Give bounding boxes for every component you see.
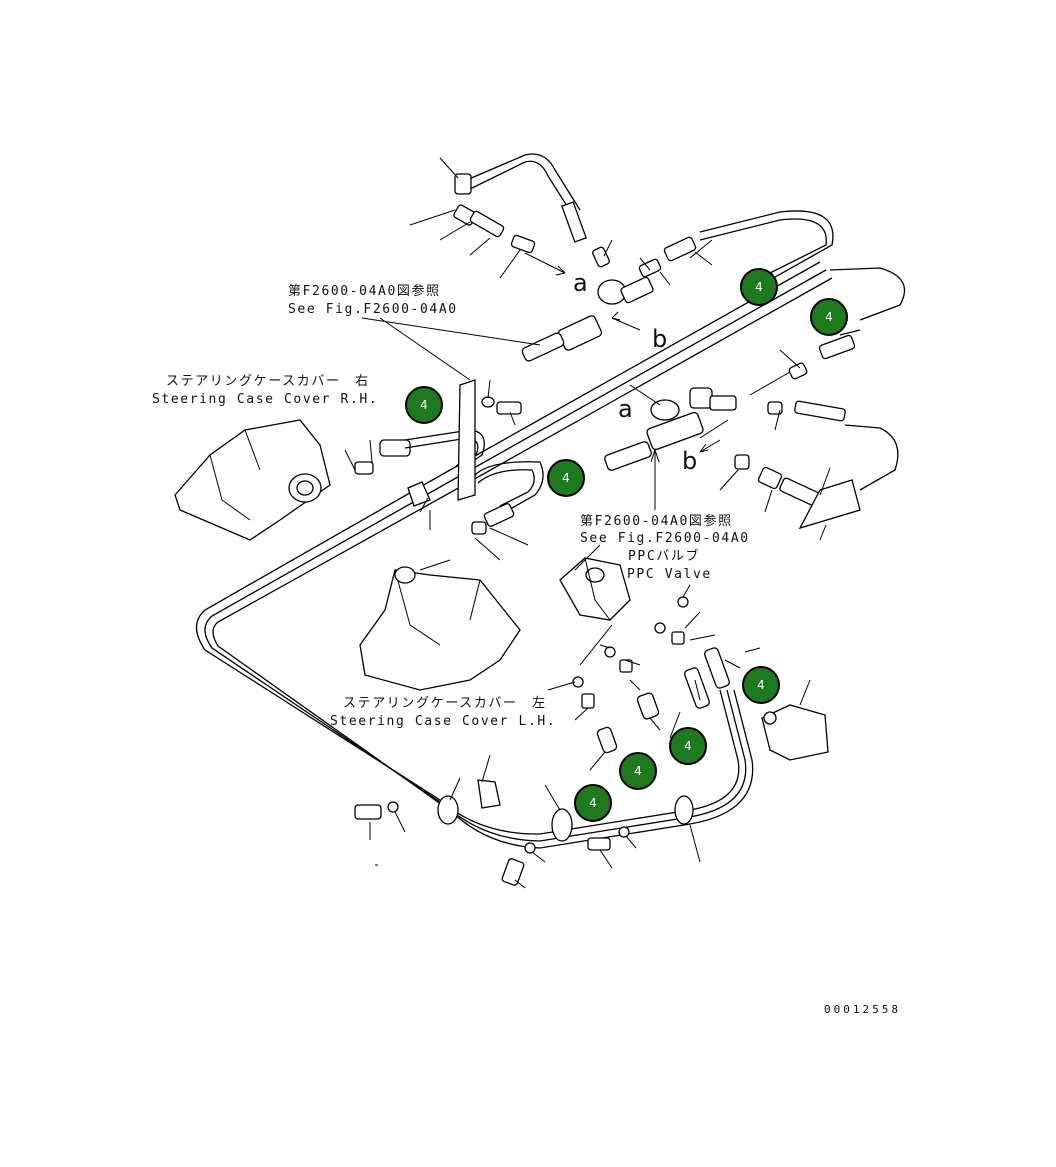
cover-lh-label-jp: ステアリングケースカバー 左: [343, 696, 547, 711]
cover-lh-label-en: Steering Case Cover L.H.: [330, 714, 557, 729]
cover-rh-label-en: Steering Case Cover R.H.: [152, 392, 379, 407]
view-b-mid: b: [682, 447, 698, 475]
callout-badge[interactable]: 4: [740, 268, 778, 306]
upper-fittings: [453, 173, 856, 380]
view-a-mid: a: [618, 395, 633, 423]
drawing-number: 00012558: [824, 1003, 901, 1016]
ref-label-top-en: See Fig.F2600-04A0: [288, 302, 458, 317]
callout-badge[interactable]: 4: [547, 459, 585, 497]
steering-case-cover-lh: [359, 566, 521, 691]
callout-badge[interactable]: 4: [619, 752, 657, 790]
middle-fittings: [604, 387, 861, 530]
ppc-valve-label-jp: PPCバルブ: [628, 549, 701, 564]
callout-badge[interactable]: 4: [742, 666, 780, 704]
view-a-top: a: [573, 269, 588, 297]
leader-lines: [344, 157, 831, 889]
upper-hoses: [461, 153, 906, 491]
bracket-rh: [407, 379, 522, 507]
ref-label-mid-en: See Fig.F2600-04A0: [580, 531, 750, 546]
main-pipe-bundle: [195, 261, 833, 849]
view-b-top: b: [652, 325, 668, 353]
callout-badge[interactable]: 4: [810, 298, 848, 336]
callout-badge[interactable]: 4: [405, 386, 443, 424]
ref-label-mid-jp: 第F2600-04A0図参照: [580, 514, 733, 529]
ppc-valve: [559, 557, 631, 621]
cover-rh-label-jp: ステアリングケースカバー 右: [166, 374, 370, 389]
callout-badge[interactable]: 4: [574, 784, 612, 822]
steering-case-cover-rh: [174, 419, 485, 541]
ppc-valve-label-en: PPC Valve: [627, 567, 712, 582]
ref-label-top-jp: 第F2600-04A0図参照: [288, 284, 441, 299]
hose-to-lh-cover: [471, 461, 544, 535]
bottom-clamps: [354, 779, 694, 886]
callout-badge[interactable]: 4: [669, 727, 707, 765]
